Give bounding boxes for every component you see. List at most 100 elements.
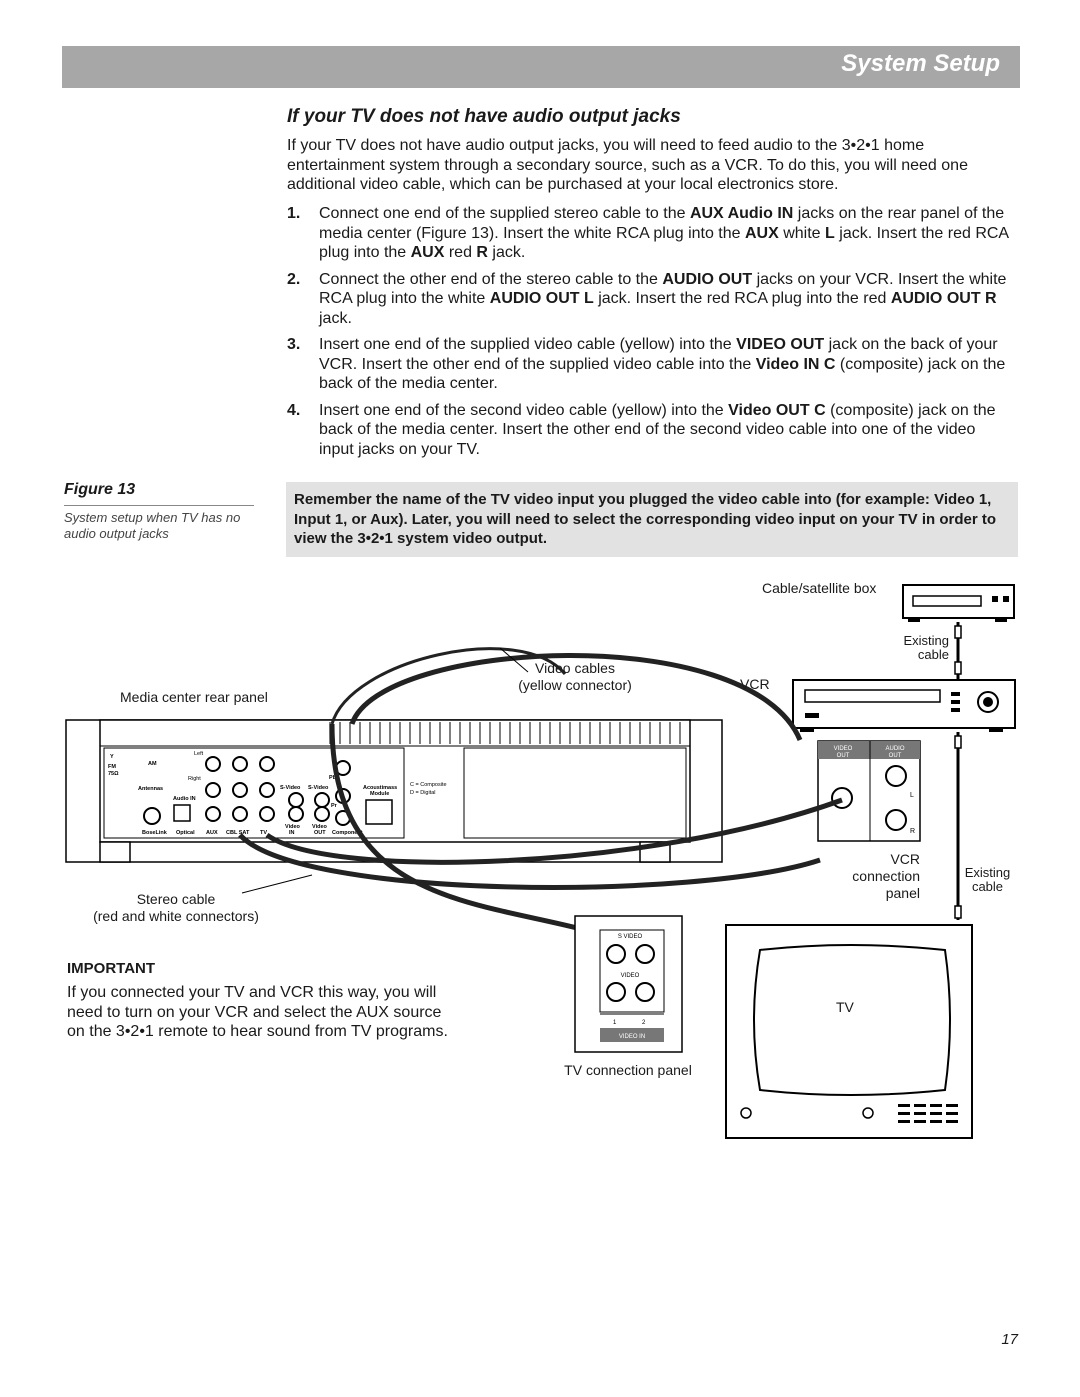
existing-cable-top-line: cable [917, 647, 949, 662]
optical-label: Optical [176, 830, 195, 836]
vcr-r-label: R [910, 828, 915, 835]
existing-cable-bottom-line: cable [971, 879, 1004, 894]
step-item: 2. Connect the other end of the stereo c… [287, 270, 1012, 329]
step-text: jack. Insert the red RCA plug into the r… [593, 290, 891, 307]
step-term: AUX [745, 224, 779, 242]
cbl-sat-label: CBL SAT [226, 830, 250, 836]
step-term: AUDIO OUT [662, 270, 753, 288]
step-term: AUX Audio IN [689, 205, 794, 222]
acoustimass-label: Acoustimass [363, 785, 397, 791]
cable-box-illustration [902, 584, 1015, 622]
fm-ohm-label: 75Ω [108, 771, 119, 777]
vcr-video-out-label: VIDEO [834, 746, 853, 752]
stereo-cable-line: Stereo cable [136, 891, 216, 907]
step-term: Video IN C [755, 355, 836, 373]
tv-label: TV [836, 999, 854, 1015]
boselink-label: BoseLink [142, 830, 168, 836]
aux-label: AUX [206, 830, 218, 836]
step-term: AUX [410, 244, 445, 261]
existing-cable-bottom-label: Existing cable [955, 866, 1020, 894]
step-text: Insert one end of the second video cable… [319, 401, 729, 419]
tv-s-video-label: S VIDEO [618, 934, 643, 940]
vcr-label: VCR [740, 676, 770, 692]
tv-video-label: VIDEO [621, 973, 640, 979]
step-text: jack. Insert the red RCA plug into the [319, 224, 1009, 262]
audio-in-label: Audio IN [173, 796, 196, 802]
step-term: VIDEO OUT [736, 336, 825, 353]
pb-label: Pb [329, 775, 337, 781]
vcr-audio-out-label: OUT [889, 753, 902, 759]
media-center-panel-label: Media center rear panel [120, 689, 268, 705]
vcr-connection-line: panel [885, 885, 920, 901]
intro-paragraph: If your TV does not have audio output ja… [287, 137, 968, 193]
figure-label: Figure 13 [64, 481, 136, 498]
step-text: Connect one end of the supplied stereo c… [319, 205, 690, 222]
antennas-label: Antennas [138, 786, 163, 792]
steps-list: 1. Connect one end of the supplied stere… [287, 204, 1012, 466]
vcr-connection-line: connection [852, 868, 920, 884]
page-number: 17 [1001, 1331, 1018, 1348]
step-text: red [444, 244, 477, 261]
stereo-cable-label: Stereo cable (red and white connectors) [76, 891, 276, 925]
stereo-cable-leader [241, 874, 313, 894]
vcr-audio-out-label: AUDIO [885, 746, 904, 752]
step-number: 1. [287, 205, 301, 222]
fm-label: FM [108, 764, 116, 770]
step-text: (composite) jack on the back of the medi… [319, 355, 1006, 393]
tv-video-in-label: VIDEO IN [619, 1034, 645, 1040]
vcr-l-label: L [910, 792, 914, 799]
out-label: OUT [314, 830, 326, 836]
step-text: jack on the back of your VCR. Insert the… [319, 336, 998, 373]
figure-caption: System setup when TV has no audio output… [64, 510, 241, 541]
existing-cable-bottom-illustration [954, 732, 962, 920]
video-cables-label: Video cables (yellow connector) [505, 660, 645, 694]
in-label: IN [289, 830, 295, 836]
tv-in2-label: 2 [642, 1020, 646, 1026]
video-cables-leader [499, 647, 529, 673]
right-label: Right [188, 776, 201, 782]
stereo-cable-line: (red and white connectors) [93, 908, 259, 924]
digital-label: D = Digital [410, 790, 436, 796]
video-out-label: Video [312, 824, 328, 830]
figure-divider [64, 505, 254, 506]
vcr-video-out-label: OUT [837, 753, 850, 759]
section-heading: If your TV does not have audio output ja… [287, 106, 681, 127]
step-item: 4. Insert one end of the second video ca… [287, 401, 1012, 460]
page-title: System Setup [841, 50, 1000, 77]
existing-cable-top-line: Existing [903, 633, 949, 648]
composite-label: C = Composite [410, 782, 447, 788]
note-box: Remember the name of the TV video input … [286, 482, 1018, 557]
tv-connection-panel: S VIDEO VIDEO 1 2 VIDEO IN [574, 915, 683, 1053]
step-term: AUDIO OUT L [489, 290, 594, 307]
left-label: Left [194, 751, 204, 757]
tv-in1-label: 1 [613, 1020, 617, 1026]
step-text: jacks on your VCR. Insert the white RCA … [319, 270, 1007, 308]
tv-jack-label: TV [260, 830, 267, 836]
stereo-cable [238, 833, 821, 890]
vcr-illustration [792, 679, 1016, 732]
tv-illustration [725, 924, 973, 1139]
step-text: white [778, 224, 826, 242]
important-heading: IMPORTANT [67, 960, 156, 977]
am-label: AM [148, 761, 157, 767]
vcr-connection-panel: VIDEO OUT AUDIO OUT L R [817, 740, 921, 842]
step-text: Connect the other end of the stereo cabl… [319, 270, 663, 288]
step-text: (composite) jack on the back of the medi… [319, 401, 996, 458]
step-text: jacks on the rear panel of the media cen… [319, 205, 1005, 242]
step-text: jack. [319, 309, 352, 327]
y-label: Y [110, 754, 114, 760]
step-term: Video OUT C [728, 401, 826, 419]
existing-cable-top-illustration [954, 622, 962, 680]
important-text: If you connected your TV and VCR this wa… [67, 984, 448, 1040]
step-text: jack. [487, 244, 526, 261]
video-cable-3 [349, 653, 803, 741]
step-text: Insert one end of the supplied video cab… [319, 336, 737, 353]
stereo-cable-red [265, 797, 843, 865]
media-center-rear-panel: FM 75Ω AM Antennas Left Right Audio IN B… [65, 719, 723, 863]
step-term: AUDIO OUT R [890, 290, 997, 307]
module-label: Module [370, 791, 389, 797]
step-item: 3. Insert one end of the supplied video … [287, 335, 1012, 394]
s-video-out-label: S-Video [308, 785, 329, 791]
connection-diagram: VIDEO OUT AUDIO OUT L R FM 75Ω AM Antenn… [65, 584, 1016, 1139]
step-number: 2. [287, 270, 301, 288]
